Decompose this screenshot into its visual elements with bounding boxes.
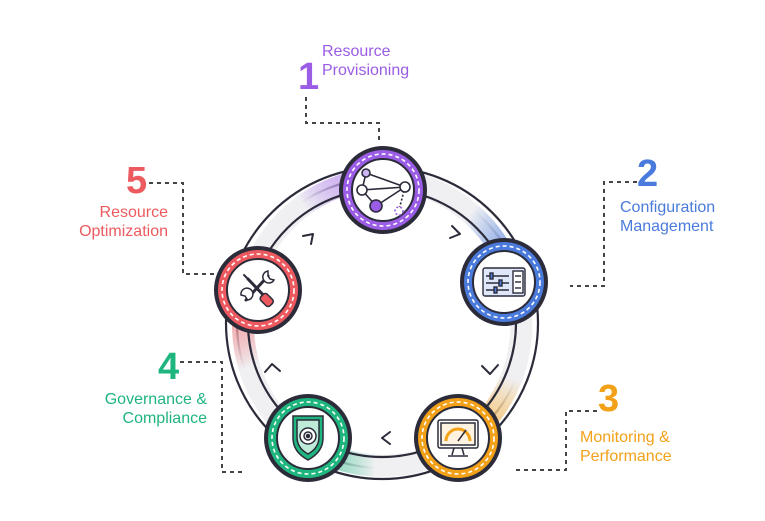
step-4-label-line1: Governance &: [104, 391, 207, 408]
step-2-label-line1: Configuration: [620, 199, 716, 216]
step-5-label-line2: Optimization: [79, 223, 168, 240]
connector-4: [180, 361, 244, 473]
step-4-node: [264, 394, 352, 482]
flow-arrows: [264, 225, 499, 445]
connector-3: [514, 410, 597, 471]
arrow-2-3: [481, 364, 499, 375]
step-1-label-line2: Provisioning: [322, 62, 410, 79]
step-3-number: 3: [598, 378, 620, 420]
step-2-node: [460, 238, 548, 326]
step-3-label: Monitoring & Performance: [580, 428, 672, 466]
step-5-number: 5: [126, 160, 148, 202]
settings-panel-icon: [482, 267, 526, 297]
step-2-label: Configuration Management: [620, 198, 715, 236]
arrow-5-1: [302, 233, 314, 245]
step-2-number: 2: [637, 153, 659, 195]
step-4-label-line2: Compliance: [122, 410, 207, 427]
step-4-number: 4: [158, 346, 180, 388]
network-nodes-icon: [356, 168, 411, 216]
step-5-label-line1: Resource: [99, 204, 168, 221]
connector-5: [149, 182, 214, 275]
step-3-label-line2: Performance: [580, 448, 672, 465]
step-1-node: [339, 146, 427, 234]
arrow-1-2: [449, 225, 461, 239]
tools-icon: [240, 270, 276, 308]
step-4-label: Governance & Compliance: [105, 390, 207, 428]
step-1-label-line1: Resource: [322, 43, 391, 60]
performance-monitor-icon: [437, 419, 479, 457]
connector-2: [570, 181, 637, 287]
arrow-3-4: [381, 431, 391, 445]
step-2-label-line2: Management: [620, 218, 714, 235]
connector-1: [305, 97, 380, 140]
connectors: [149, 97, 637, 473]
step-5-label: Resource Optimization: [79, 203, 168, 241]
step-5-node: [214, 246, 302, 334]
arrow-4-5: [264, 363, 281, 373]
step-1-label: Resource Provisioning: [322, 42, 409, 80]
shield-icon: [292, 415, 324, 461]
step-1-number: 1: [298, 56, 320, 98]
step-3-node: [414, 394, 502, 482]
step-3-label-line1: Monitoring &: [580, 429, 670, 446]
